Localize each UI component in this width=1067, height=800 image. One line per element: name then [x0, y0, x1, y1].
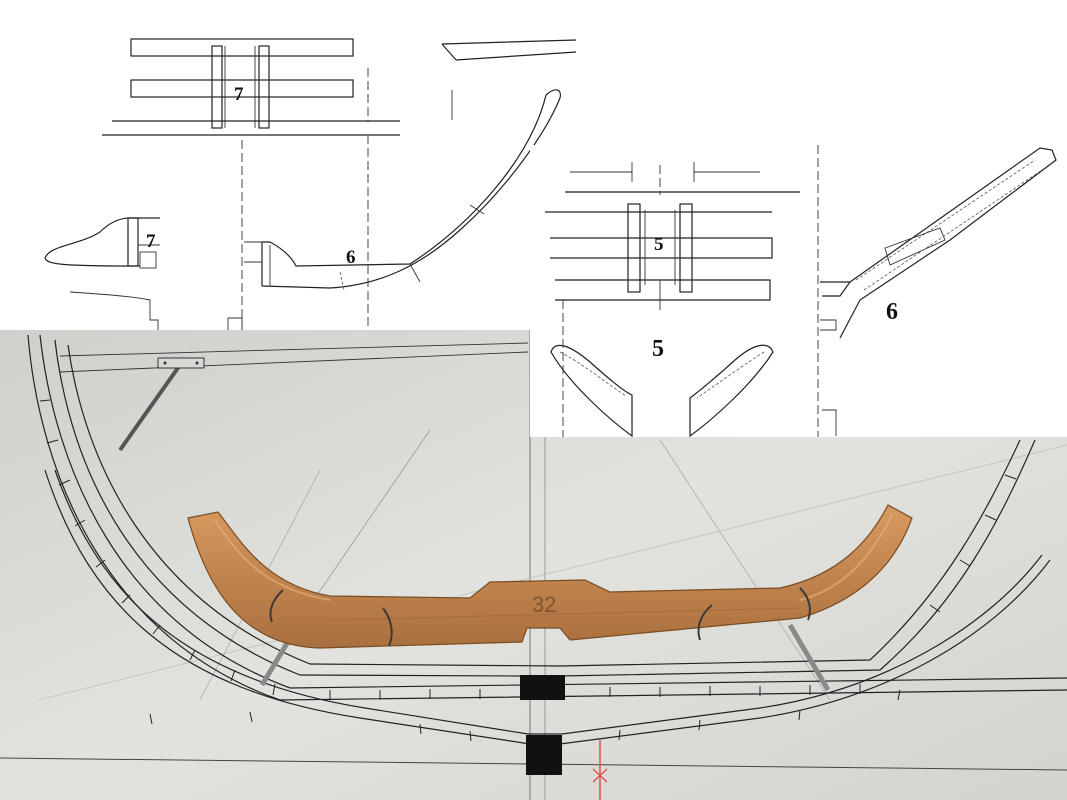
keel-block-lower — [526, 735, 562, 775]
wooden-floor-timber: 32 — [187, 504, 913, 649]
pencil-mark: 32 — [532, 592, 556, 617]
keel-block — [520, 675, 565, 700]
drawing-top-right: 5 5 6 — [530, 145, 1067, 438]
drawing-top-left: 7 7 6 — [0, 0, 577, 330]
part-label: 6 — [346, 247, 356, 268]
part-label: 7 — [234, 84, 244, 105]
drawing-top-left-paper — [0, 0, 530, 330]
part-label: 7 — [146, 231, 156, 252]
part-label: 5 — [652, 336, 664, 362]
red-mark — [592, 740, 608, 800]
drawing-top-right-paper — [530, 145, 1067, 437]
part-label: 5 — [654, 234, 664, 255]
part-label: 6 — [886, 299, 898, 325]
